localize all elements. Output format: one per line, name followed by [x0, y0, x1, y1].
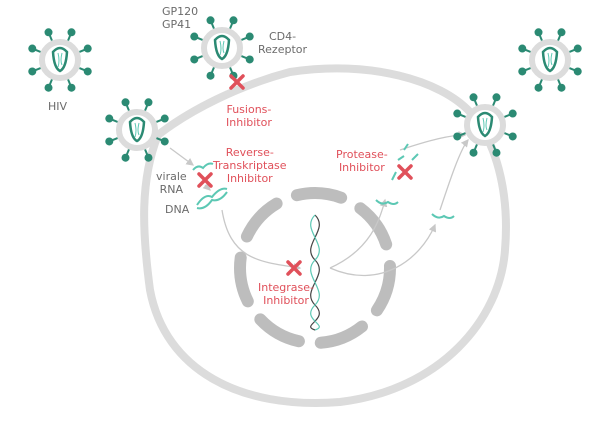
cell-membrane [140, 64, 510, 407]
fusion-inhibitor-x-icon [229, 74, 245, 90]
integrase-inhibitor-x-icon [286, 260, 302, 276]
capsid [476, 111, 494, 138]
glycoprotein-spike [469, 93, 478, 102]
hiv-label: HIV [48, 100, 68, 113]
capsid [213, 34, 231, 61]
glycoprotein-spike [160, 114, 169, 123]
arrows [169, 131, 469, 277]
glycoprotein-spike [121, 98, 130, 107]
glycoprotein-spike [229, 16, 238, 25]
fusion-inhibitor-label: Fusions- Inhibitor [226, 103, 272, 129]
glycoprotein-spike [190, 55, 199, 64]
capsid [541, 46, 559, 73]
glycoprotein-spike [206, 71, 215, 80]
hiv-virion-free [28, 28, 92, 92]
glycoprotein-spike [28, 67, 37, 76]
glycoprotein-spike [453, 132, 462, 141]
integrase-inhibitor-label: Integrase- Inhibitor [258, 281, 315, 307]
hiv-virion-budding [453, 93, 517, 157]
glycoprotein-spike [83, 67, 92, 76]
reverse-transcriptase-inhibitor-label: Reverse- Transkriptase Inhibitor [213, 146, 287, 185]
gp41-label: GP41 [162, 18, 192, 31]
capsid [128, 116, 146, 143]
glycoprotein-spike [190, 32, 199, 41]
glycoprotein-spike [534, 83, 543, 92]
glycoprotein-spike [573, 44, 582, 53]
glycoprotein-spike [67, 28, 76, 37]
dna-label: DNA [165, 203, 190, 216]
glycoprotein-spike [469, 148, 478, 157]
glycoprotein-spike [245, 32, 254, 41]
viral-rna-label: virale RNA [156, 170, 187, 196]
gp120-label: GP120 [162, 5, 199, 18]
glycoprotein-spike [492, 93, 501, 102]
hiv-virion-fusing [105, 98, 169, 162]
protease-inhibitor-label: Protease- Inhibitor [336, 148, 388, 174]
glycoprotein-spike [144, 153, 153, 162]
glycoprotein-spike [557, 28, 566, 37]
nucleus-envelope [234, 187, 396, 349]
glycoprotein-spike [453, 109, 462, 118]
glycoprotein-spike [492, 148, 501, 157]
dna-helix [310, 214, 320, 331]
glycoprotein-spike [508, 109, 517, 118]
glycoprotein-spike [121, 153, 130, 162]
rna-strands [192, 143, 455, 219]
glycoprotein-spike [144, 98, 153, 107]
protease-inhibitor-x-icon [397, 164, 413, 180]
capsid [51, 46, 69, 73]
reverse-transcriptase-inhibitor-x-icon [197, 172, 213, 188]
cd4-receptor-label: CD4- Rezeptor [258, 30, 308, 56]
glycoprotein-spike [44, 28, 53, 37]
glycoprotein-spike [44, 83, 53, 92]
glycoprotein-spike [160, 137, 169, 146]
glycoprotein-spike [518, 44, 527, 53]
glycoprotein-spike [245, 55, 254, 64]
hiv-virion-free-2 [518, 28, 582, 92]
glycoprotein-spike [28, 44, 37, 53]
glycoprotein-spike [557, 83, 566, 92]
glycoprotein-spike [105, 114, 114, 123]
glycoprotein-spike [83, 44, 92, 53]
glycoprotein-spike [508, 132, 517, 141]
hiv-virion-docking [190, 16, 254, 80]
glycoprotein-spike [573, 67, 582, 76]
glycoprotein-spike [206, 16, 215, 25]
glycoprotein-spike [518, 67, 527, 76]
glycoprotein-spike [534, 28, 543, 37]
glycoprotein-spike [67, 83, 76, 92]
glycoprotein-spike [105, 137, 114, 146]
